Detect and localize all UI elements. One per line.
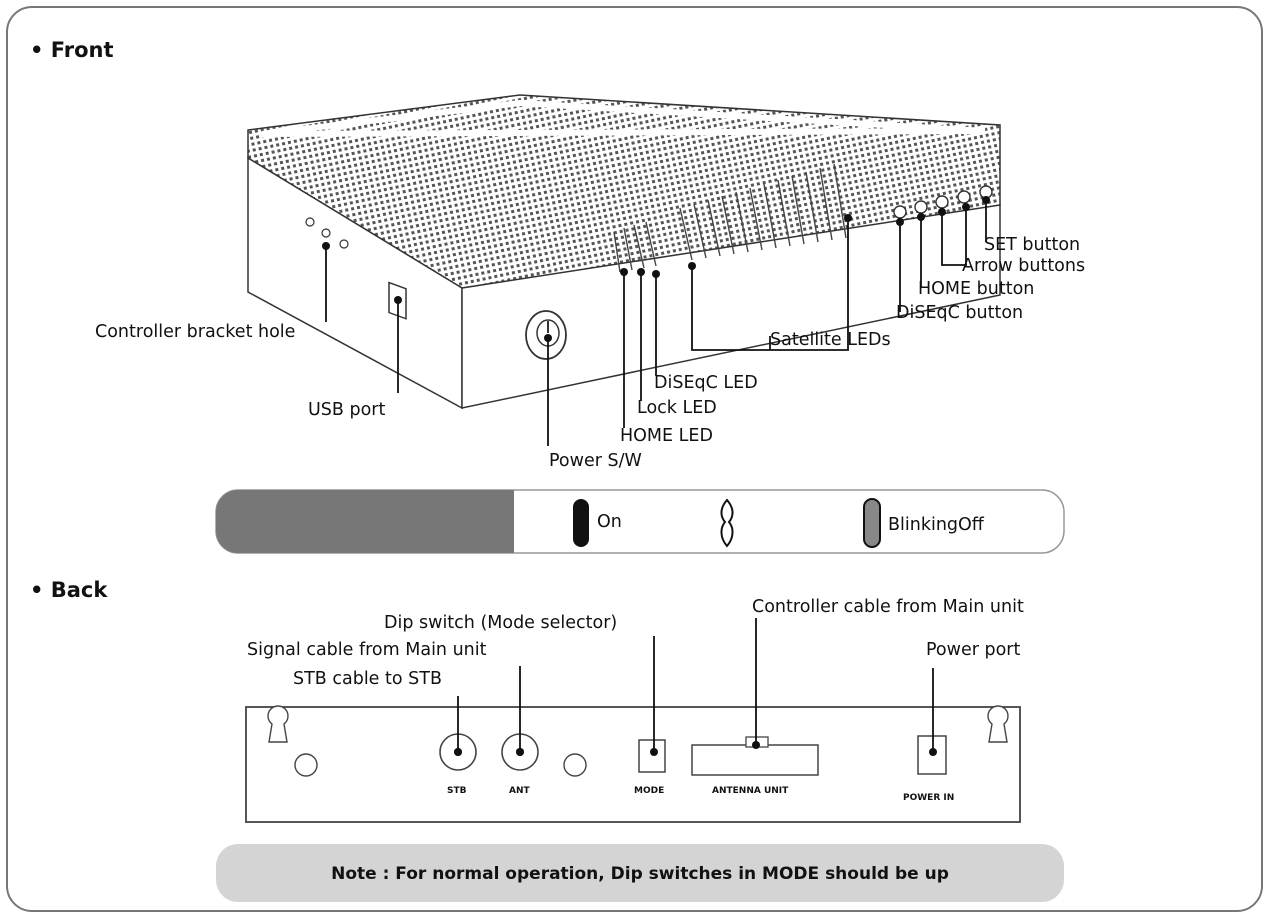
led-on-icon — [573, 499, 589, 547]
panel-label-ant: ANT — [509, 786, 530, 796]
panel-label-antenna-unit: ANTENNA UNIT — [712, 786, 789, 796]
label-usb-port: USB port — [308, 400, 385, 420]
legend-on-label: On — [597, 512, 622, 532]
panel-label-power-in: POWER IN — [903, 793, 954, 803]
label-diseqc-led: DiSEqC LED — [654, 373, 758, 393]
note-bar — [216, 844, 1064, 902]
label-controller-cable: Controller cable from Main unit — [752, 597, 1024, 617]
front-section-heading: • Front — [30, 38, 114, 62]
label-home-led: HOME LED — [620, 426, 713, 446]
label-signal-cable: Signal cable from Main unit — [247, 640, 487, 660]
label-lock-led: Lock LED — [637, 398, 717, 418]
back-leader-lines — [457, 618, 934, 752]
front-leader-dots — [322, 196, 990, 342]
back-panel-illustration — [245, 705, 1021, 823]
label-diseqc-button: DiSEqC button — [896, 303, 1023, 323]
label-controller-bracket-hole: Controller bracket hole — [95, 322, 295, 342]
label-arrow-buttons: Arrow buttons — [962, 256, 1085, 276]
front-device-illustration — [247, 94, 1001, 410]
label-home-button: HOME button — [918, 279, 1034, 299]
panel-label-mode: MODE — [634, 786, 664, 796]
label-power-sw: Power S/W — [549, 451, 642, 471]
led-blinking-icon — [720, 498, 734, 548]
front-leader-lines — [325, 200, 987, 446]
label-set-button: SET button — [984, 235, 1080, 255]
label-dip-switch: Dip switch (Mode selector) — [384, 613, 617, 633]
back-section-heading: • Back — [30, 578, 108, 602]
led-legend-bar: On BlinkingOff — [215, 489, 1065, 554]
label-stb-cable: STB cable to STB — [293, 669, 442, 689]
label-power-port: Power port — [926, 640, 1020, 660]
label-satellite-leds: Satellite LEDs — [770, 330, 891, 350]
panel-label-stb: STB — [447, 786, 467, 796]
back-leader-dots — [454, 741, 937, 756]
legend-blinking-off-label: BlinkingOff — [888, 515, 985, 535]
led-off-icon — [863, 498, 881, 548]
note-text: Note : For normal operation, Dip switche… — [331, 864, 949, 884]
